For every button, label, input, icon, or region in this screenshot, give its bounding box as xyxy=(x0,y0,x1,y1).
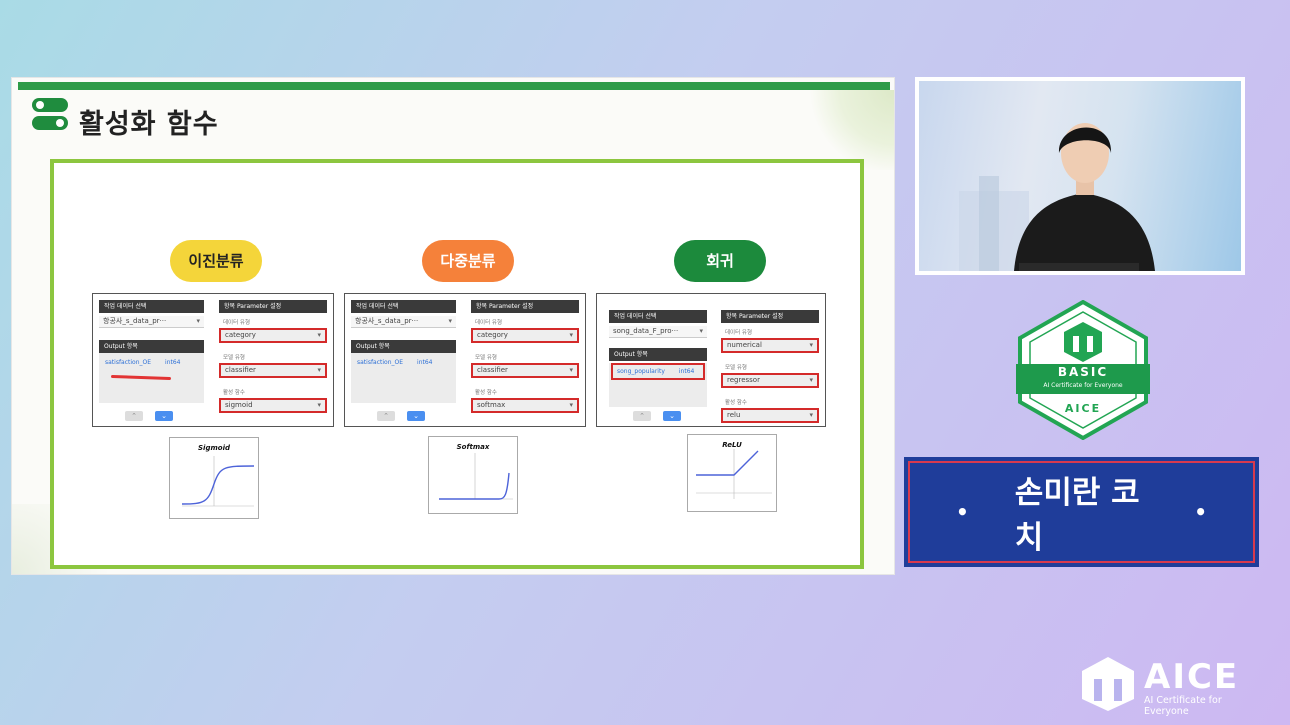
parameter-section: 항목 Parameter 설정 데이터 유형 numerical 모델 유형 r… xyxy=(721,310,819,423)
output-box: song_popularity int64 xyxy=(609,363,707,407)
aice-logo-icon xyxy=(1082,657,1134,711)
badge-middle-text: AI Certificate for Everyone xyxy=(1043,382,1123,389)
collapse-button[interactable]: ⌃ xyxy=(125,411,143,421)
content-box: 이진분류 작업 데이터 선택 항공사_s_data_pr··· Output 항… xyxy=(50,159,864,569)
section-header: 항목 Parameter 설정 xyxy=(721,310,819,323)
label-data-type: 데이터 유형 xyxy=(725,330,753,336)
section-header: 작업 데이터 선택 xyxy=(609,310,707,323)
output-type: int64 xyxy=(165,359,181,366)
slide-decoration xyxy=(804,90,894,170)
aice-basic-badge: BASIC AI Certificate for Everyone AICE xyxy=(1014,299,1152,441)
label-data-type: 데이터 유형 xyxy=(475,320,503,326)
output-header: Output 항목 xyxy=(351,340,456,353)
label-data-type: 데이터 유형 xyxy=(223,320,251,326)
aiduez-panel-multiclass: 작업 데이터 선택 항공사_s_data_pr··· Output 항목 sat… xyxy=(344,293,586,427)
name-card-inner: • 손미란 코치 • xyxy=(908,461,1255,563)
red-scribble xyxy=(110,374,172,381)
slide-title: 활성화 함수 xyxy=(79,109,219,140)
output-var: song_popularity xyxy=(617,368,665,375)
sigmoid-plot xyxy=(181,456,255,507)
model-type-select[interactable]: regressor xyxy=(721,373,819,388)
expand-button[interactable]: ⌄ xyxy=(155,411,173,421)
figure-title: Softmax xyxy=(456,443,490,451)
output-box: satisfaction_OE int64 xyxy=(351,353,456,403)
pill-regression: 회귀 xyxy=(674,240,766,282)
label-activation: 활성 함수 xyxy=(475,390,497,396)
presentation-slide: 활성화 함수 이진분류 작업 데이터 선택 항공사_s_data_pr··· O… xyxy=(11,77,895,575)
expand-button[interactable]: ⌄ xyxy=(663,411,681,421)
data-type-select[interactable]: category xyxy=(219,328,327,343)
badge-bottom-text: AICE xyxy=(1064,402,1102,415)
pill-multiclass: 다중분류 xyxy=(422,240,514,282)
label-model-type: 모델 유형 xyxy=(223,355,245,361)
collapse-button[interactable]: ⌃ xyxy=(377,411,395,421)
figure-title: Sigmoid xyxy=(198,444,230,452)
aiduez-panel-regression: 작업 데이터 선택 song_data_F_pro··· Output 항목 s… xyxy=(596,293,826,427)
activation-select[interactable]: relu xyxy=(721,408,819,423)
output-var: satisfaction_OE xyxy=(105,359,152,366)
softmax-plot xyxy=(439,453,513,500)
pill-binary-classification: 이진분류 xyxy=(170,240,262,282)
data-select-section: 작업 데이터 선택 항공사_s_data_pr··· Output 항목 sat… xyxy=(99,300,204,403)
aice-logo-text: AICE xyxy=(1144,657,1240,697)
parameter-section: 항목 Parameter 설정 데이터 유형 category 모델 유형 cl… xyxy=(471,300,579,413)
activation-select[interactable]: sigmoid xyxy=(219,398,327,413)
badge-top-text: BASIC xyxy=(1057,365,1109,379)
relu-plot xyxy=(696,449,772,499)
data-type-select[interactable]: category xyxy=(471,328,579,343)
webcam-feed xyxy=(915,77,1245,275)
output-row[interactable]: satisfaction_OE int64 xyxy=(99,353,204,366)
label-model-type: 모델 유형 xyxy=(475,355,497,361)
bullet-left: • xyxy=(956,500,969,524)
label-activation: 활성 함수 xyxy=(223,390,245,396)
data-select-section: 작업 데이터 선택 항공사_s_data_pr··· Output 항목 sat… xyxy=(351,300,456,403)
data-type-select[interactable]: numerical xyxy=(721,338,819,353)
collapse-button[interactable]: ⌃ xyxy=(633,411,651,421)
aice-logo-subtitle: AI Certificate for Everyone xyxy=(1144,695,1222,717)
section-header: 항목 Parameter 설정 xyxy=(471,300,579,313)
section-header: 작업 데이터 선택 xyxy=(99,300,204,313)
activation-select[interactable]: softmax xyxy=(471,398,579,413)
relu-figure: ReLU xyxy=(687,434,777,512)
dataset-select[interactable]: song_data_F_pro··· xyxy=(609,326,707,338)
output-type: int64 xyxy=(678,368,695,375)
figure-title: ReLU xyxy=(722,441,742,449)
parameter-section: 항목 Parameter 설정 데이터 유형 category 모델 유형 cl… xyxy=(219,300,327,413)
section-header: 작업 데이터 선택 xyxy=(351,300,456,313)
dataset-select[interactable]: 항공사_s_data_pr··· xyxy=(99,316,204,328)
output-row[interactable]: song_popularity int64 xyxy=(611,363,705,380)
nav-buttons: ⌃⌄ xyxy=(377,403,437,422)
aice-logo: AICE AI Certificate for Everyone xyxy=(1080,655,1265,717)
model-type-select[interactable]: classifier xyxy=(471,363,579,378)
dataset-select[interactable]: 항공사_s_data_pr··· xyxy=(351,316,456,328)
presenter-video xyxy=(919,81,1241,271)
bullet-right: • xyxy=(1194,500,1207,524)
output-header: Output 항목 xyxy=(609,348,707,361)
softmax-figure: Softmax xyxy=(428,436,518,514)
presenter-figure xyxy=(959,123,1155,271)
sigmoid-figure: Sigmoid xyxy=(169,437,259,519)
label-model-type: 모델 유형 xyxy=(725,365,747,371)
output-box: satisfaction_OE int64 xyxy=(99,353,204,403)
model-type-select[interactable]: classifier xyxy=(219,363,327,378)
data-select-section: 작업 데이터 선택 song_data_F_pro··· Output 항목 s… xyxy=(609,310,707,407)
section-header: 항목 Parameter 설정 xyxy=(219,300,327,313)
output-var: satisfaction_OE xyxy=(357,359,404,366)
expand-button[interactable]: ⌄ xyxy=(407,411,425,421)
toggle-icon xyxy=(32,98,68,132)
output-header: Output 항목 xyxy=(99,340,204,353)
nav-buttons: ⌃⌄ xyxy=(125,403,185,422)
nav-buttons: ⌃⌄ xyxy=(633,403,693,422)
presenter-name-card: • 손미란 코치 • xyxy=(904,457,1259,567)
output-type: int64 xyxy=(417,359,433,366)
aiduez-panel-binary: 작업 데이터 선택 항공사_s_data_pr··· Output 항목 sat… xyxy=(92,293,334,427)
slide-top-bar xyxy=(18,82,890,90)
presenter-name: 손미란 코치 xyxy=(1014,475,1140,556)
output-row[interactable]: satisfaction_OE int64 xyxy=(351,353,456,366)
label-activation: 활성 함수 xyxy=(725,400,747,406)
